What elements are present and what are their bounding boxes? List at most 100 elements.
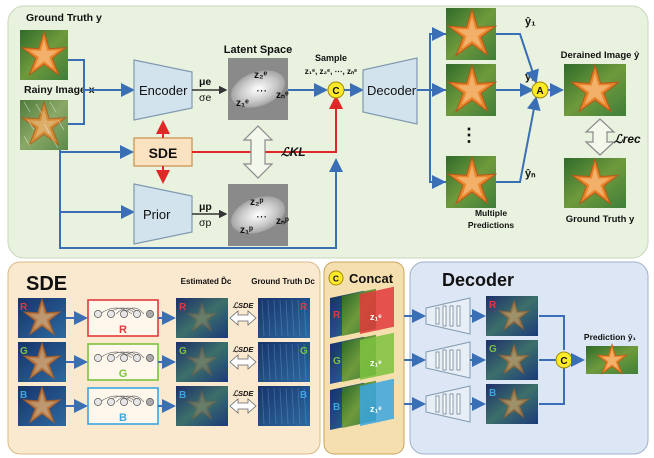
decoder-layer [435, 307, 440, 325]
rain-streak [279, 343, 283, 381]
decoder-layer [442, 393, 447, 415]
sde-block: SDE [133, 137, 193, 167]
concat-front-layer [360, 332, 394, 380]
rain-streak [261, 387, 265, 425]
rain-streak [261, 343, 265, 381]
prior-block: Prior [133, 183, 193, 245]
decoder-channel-letter: G [489, 344, 497, 355]
sde-node [107, 310, 115, 318]
sigma-p: σp [199, 217, 211, 229]
multiple-predictions-line2: Predictions [468, 220, 515, 230]
sigma-e: σe [199, 92, 211, 104]
rain-streak [267, 299, 271, 337]
rain-streak [291, 343, 295, 381]
rainy-to-decoder-bottom-line [59, 158, 343, 249]
ground-truth-image [20, 30, 68, 80]
decoder-layer [449, 305, 454, 327]
yn-label: ŷₙ [525, 168, 536, 180]
concat-title-node: C [328, 270, 344, 286]
estimated-label: Estimated D̃c [181, 277, 232, 286]
decoder-layer [456, 393, 461, 415]
encoder-block: Encoder [133, 59, 193, 121]
sde-module-letter: G [119, 368, 128, 380]
sde-node [133, 310, 141, 318]
sde-node [146, 310, 154, 318]
z1p: z₁ᵖ [240, 225, 253, 236]
kl-double-arrow [242, 125, 274, 179]
rain-streak [261, 299, 265, 337]
zne: zₙᵉ [276, 90, 289, 101]
concat-z-label: z₁ᵉ [370, 358, 382, 368]
concat-node: C [327, 81, 345, 99]
sde-label: SDE [149, 145, 178, 161]
rain-streak [267, 343, 271, 381]
prediction-image-1 [446, 8, 497, 60]
sde-node [146, 398, 154, 406]
decoder-layer [435, 395, 440, 413]
channel-letter: R [20, 302, 28, 313]
sde-arc [99, 307, 133, 315]
sde-node [94, 310, 102, 318]
gt-to-encoder-arrow [68, 59, 135, 97]
rain-streak [273, 343, 277, 381]
vertical-dots: ⋮ [460, 125, 478, 145]
decoder-concat-node: C [555, 351, 573, 369]
rain-streak [303, 387, 307, 425]
sde-loss-label: ℒSDE [233, 301, 255, 310]
rain-streak [267, 387, 271, 425]
svg-text:C: C [560, 356, 567, 367]
sde-node [107, 354, 115, 362]
kl-loss-label: ℒKL [281, 145, 306, 159]
concat-front-layer [360, 286, 394, 334]
rain-streak [273, 299, 277, 337]
estimated-letter: R [179, 302, 187, 313]
rain-streak [279, 299, 283, 337]
sample-label: Sample [315, 53, 347, 63]
rain-streak [297, 299, 301, 337]
rain-streak [303, 343, 307, 381]
y1-to-average-arrow [496, 33, 539, 84]
rain-streak [291, 299, 295, 337]
latent-space-prior: z₂ᵖ z₁ᵖ zₙᵖ ⋯ [228, 184, 289, 246]
rec-loss-label: ℒrec [614, 132, 641, 146]
decoder-channel-letter: B [489, 388, 496, 399]
sde-module-box [87, 343, 159, 381]
sde-to-concat-arrow [192, 95, 343, 153]
ground-truth-label: Ground Truth y [26, 12, 102, 24]
concat-channel-letter: G [333, 356, 341, 367]
decoder-row-b: B [404, 384, 538, 424]
concat-z-label: z₁ᵉ [370, 404, 382, 414]
z2e: z₂ᵉ [254, 70, 267, 81]
sde-node [120, 398, 128, 406]
sde-node [120, 354, 128, 362]
rain-streak [285, 387, 289, 425]
sde-node [94, 354, 102, 362]
decoder-layer [456, 305, 461, 327]
y1-label: ŷ₁ [525, 16, 536, 28]
sde-arc [99, 395, 133, 403]
rain-streak [285, 343, 289, 381]
sde-node [133, 354, 141, 362]
znp: zₙᵖ [276, 216, 289, 227]
ground-truth-dc-image [258, 342, 310, 382]
derained-image-label: Derained Image ŷ [561, 50, 640, 61]
ground-truth-right-image [564, 158, 626, 208]
mu-e: μe [199, 76, 211, 88]
svg-text:A: A [536, 86, 543, 97]
sde-loss-arrow [229, 310, 257, 326]
average-node: A [531, 81, 549, 99]
prediction-output-image [586, 343, 638, 375]
ground-truth-dc-image [258, 298, 310, 338]
yn-to-average-arrow [496, 96, 541, 183]
z1e: z₁ᵉ [236, 98, 249, 109]
concat-channel-letter: B [333, 402, 340, 413]
concat-channel-letter: R [333, 310, 341, 321]
rain-streak [279, 387, 283, 425]
derained-image [564, 64, 626, 116]
gt-dc-label: Ground Truth Dc [251, 277, 315, 286]
